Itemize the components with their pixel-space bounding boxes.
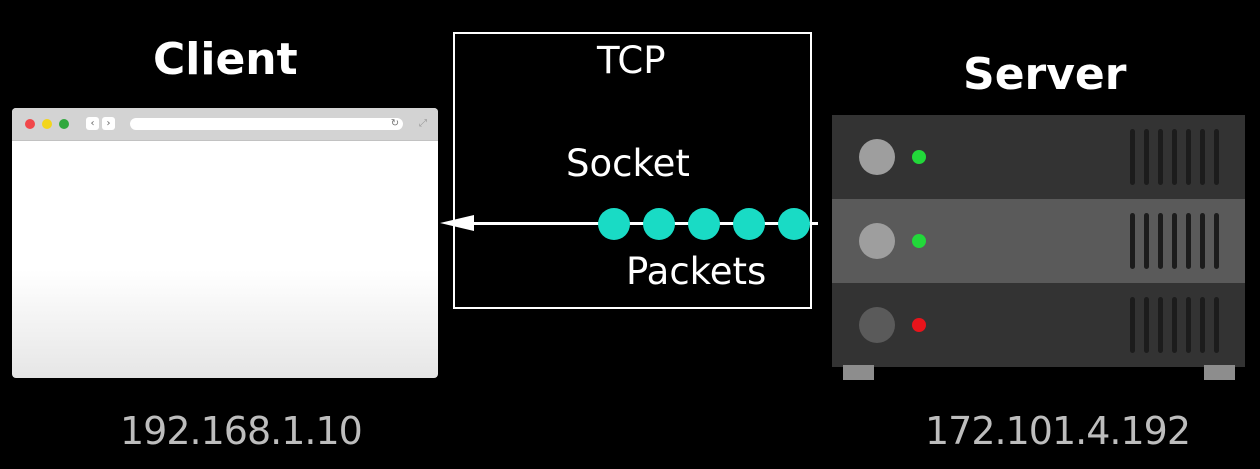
server-unit — [832, 115, 1245, 199]
close-window-icon — [25, 119, 35, 129]
vent-grille — [1130, 213, 1225, 269]
maximize-window-icon — [59, 119, 69, 129]
packet-icon — [688, 208, 720, 240]
arrow-head-icon — [440, 215, 474, 231]
tcp-connection-box — [453, 32, 812, 309]
server-foot — [1204, 365, 1235, 380]
client-ip-address: 192.168.1.10 — [120, 409, 363, 453]
browser-window: ‹ › ↻ ⤢ — [12, 108, 438, 378]
address-bar — [130, 118, 403, 130]
vent-slot — [1200, 213, 1205, 269]
vent-slot — [1186, 129, 1191, 185]
arrow-line — [452, 222, 818, 225]
chevron-right-icon: › — [102, 117, 115, 130]
client-title: Client — [153, 34, 298, 85]
server-ip-address: 172.101.4.192 — [925, 409, 1191, 453]
expand-icon: ⤢ — [419, 118, 427, 129]
vent-slot — [1200, 297, 1205, 353]
power-knob-icon — [859, 139, 895, 175]
status-led-icon — [912, 234, 926, 248]
packet-icon — [598, 208, 630, 240]
vent-grille — [1130, 129, 1225, 185]
vent-slot — [1214, 297, 1219, 353]
vent-slot — [1172, 297, 1177, 353]
vent-slot — [1200, 129, 1205, 185]
vent-slot — [1130, 297, 1135, 353]
power-knob-icon — [859, 223, 895, 259]
packet-icon — [733, 208, 765, 240]
vent-slot — [1144, 213, 1149, 269]
socket-label: Socket — [566, 142, 690, 185]
vent-slot — [1186, 213, 1191, 269]
vent-slot — [1186, 297, 1191, 353]
server-unit — [832, 199, 1245, 283]
vent-slot — [1214, 129, 1219, 185]
vent-slot — [1130, 129, 1135, 185]
vent-slot — [1144, 297, 1149, 353]
packet-icon — [643, 208, 675, 240]
vent-slot — [1130, 213, 1135, 269]
minimize-window-icon — [42, 119, 52, 129]
chevron-left-icon: ‹ — [86, 117, 99, 130]
status-led-icon — [912, 150, 926, 164]
vent-slot — [1172, 213, 1177, 269]
vent-slot — [1158, 213, 1163, 269]
packets-label: Packets — [626, 250, 767, 293]
tcp-label: TCP — [597, 39, 666, 82]
browser-toolbar: ‹ › ↻ ⤢ — [12, 108, 438, 141]
server-unit — [832, 283, 1245, 367]
status-led-icon — [912, 318, 926, 332]
vent-slot — [1158, 297, 1163, 353]
reload-icon: ↻ — [390, 118, 400, 129]
vent-slot — [1172, 129, 1177, 185]
vent-slot — [1158, 129, 1163, 185]
server-title: Server — [963, 49, 1127, 100]
power-knob-icon — [859, 307, 895, 343]
server-foot — [843, 365, 874, 380]
vent-slot — [1214, 213, 1219, 269]
packet-icon — [778, 208, 810, 240]
vent-grille — [1130, 297, 1225, 353]
vent-slot — [1144, 129, 1149, 185]
